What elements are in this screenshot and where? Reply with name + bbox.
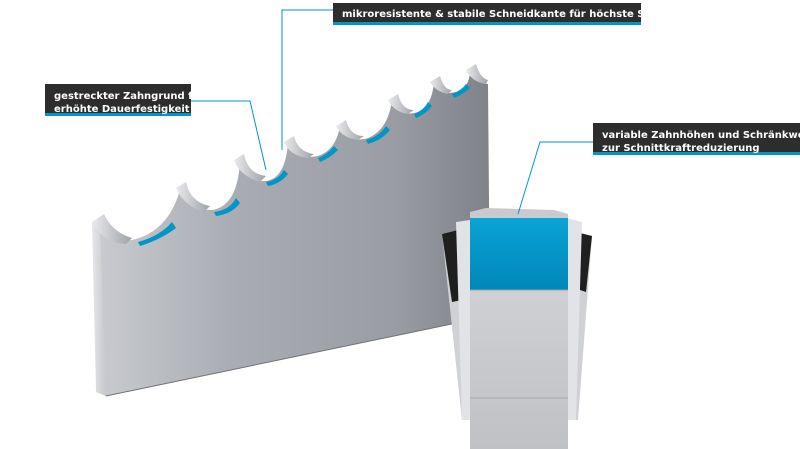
tooth-set-cross-section (442, 208, 592, 449)
inner-left-layer (456, 220, 470, 420)
leader-cutting-edge (281, 9, 333, 150)
leader-tooth-height (517, 141, 593, 215)
leader-lines (190, 9, 593, 215)
blade-back-edge (105, 315, 491, 397)
blade-end-face (92, 222, 106, 396)
callout-tooth-height-line1: variable Zahnhöhen und Schränkweiten (602, 130, 800, 141)
callout-tooth-height-line2: zur Schnittkraftreduzierung (602, 143, 760, 154)
center-cutting-tooth (470, 218, 568, 290)
blade-side-face (96, 70, 490, 396)
saw-blade (92, 64, 491, 397)
cutting-edges (138, 84, 470, 246)
callout-cutting-edge-text: mikroresistente & stabile Schneidkante f… (342, 9, 692, 20)
callout-gullet-line2: erhöhte Dauerfestigkeit (54, 104, 190, 115)
callout-gullet: gestreckter Zahngrund für erhöhte Dauerf… (45, 84, 205, 116)
leader-gullet (190, 100, 267, 171)
tooth-tips (92, 64, 488, 244)
callout-gullet-line1: gestreckter Zahngrund für (54, 91, 205, 102)
inner-right-layer (566, 218, 582, 420)
callout-cutting-edge: mikroresistente & stabile Schneidkante f… (333, 3, 692, 25)
callout-tooth-height: variable Zahnhöhen und Schränkweiten zur… (593, 123, 800, 155)
